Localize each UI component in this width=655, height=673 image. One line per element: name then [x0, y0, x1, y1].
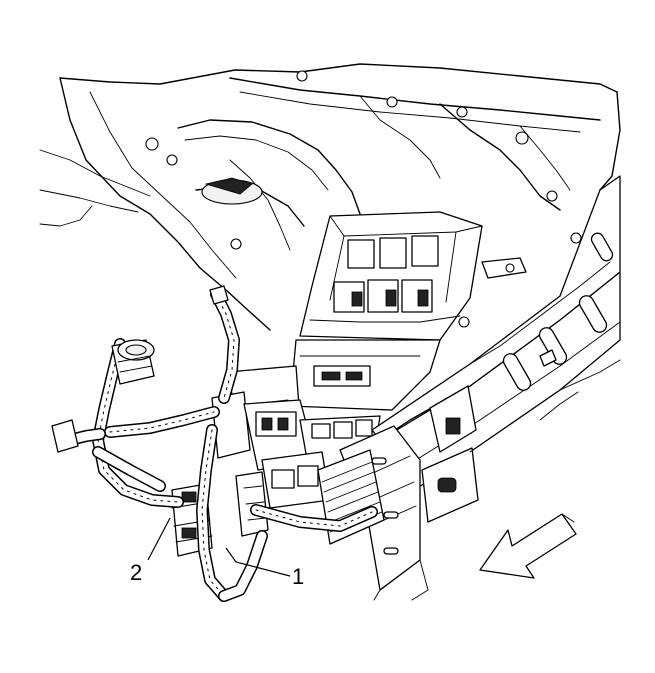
module-bracket — [211, 339, 441, 537]
leader-2 — [147, 517, 171, 561]
leader-1 — [225, 547, 291, 577]
callout-leaders — [147, 517, 291, 577]
front-arrow-icon — [479, 513, 577, 579]
callout-label-2: 2 — [130, 560, 142, 585]
wiring-harness — [51, 285, 378, 602]
body-panel — [39, 63, 621, 331]
fuse-relay-block — [299, 211, 527, 341]
callout-label-1: 1 — [292, 564, 304, 589]
